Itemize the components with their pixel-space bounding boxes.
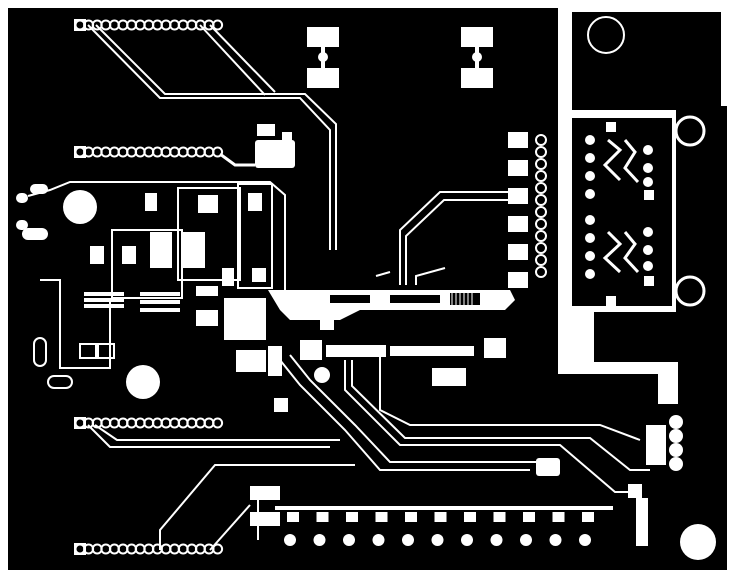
header-pin (212, 19, 224, 31)
connector-pin (535, 242, 547, 254)
connector-bottom-right (628, 415, 683, 546)
bottom-pad (549, 534, 562, 546)
header-bottom-left-lower (74, 543, 224, 555)
component-top-center-2 (461, 27, 493, 88)
connector-pad (508, 272, 528, 288)
traces-to-right (375, 191, 510, 285)
mounting-hole-center-left (126, 365, 160, 399)
bottom-pad (579, 534, 591, 546)
bottom-smd-pad (552, 512, 565, 522)
rj45-pin (585, 233, 595, 243)
connector-pad (508, 216, 528, 232)
rj45-pins (585, 135, 653, 279)
connector-pin (535, 206, 547, 218)
rj45-pin (585, 251, 595, 261)
bottom-pad (343, 534, 355, 546)
header-pin (212, 146, 224, 158)
usb-connector-left (33, 279, 115, 389)
header-pin-1 (74, 19, 86, 31)
bottom-smd-pad (493, 512, 506, 522)
header-bottom-left-upper (74, 417, 224, 429)
header-mid-left (74, 146, 224, 158)
bottom-smd-pad (434, 512, 447, 522)
bottom-pad (520, 534, 532, 546)
connector-pin (535, 230, 547, 242)
connector-pin (535, 182, 547, 194)
component-top-center-1 (307, 27, 339, 88)
rj45-pin (643, 177, 653, 187)
mounting-hole-right-upper (674, 115, 706, 307)
ic-pads-center (90, 193, 266, 340)
bottom-component-row (284, 512, 594, 546)
rj45-pin (585, 171, 595, 181)
bottom-smd-pad (464, 512, 476, 522)
rj45-pin (585, 215, 595, 225)
rj45-pin (585, 269, 595, 279)
bottom-rail (250, 486, 613, 526)
connector-pin (535, 194, 547, 206)
ic-u1-outline (111, 183, 273, 299)
bottom-pad (372, 534, 385, 546)
connector-pad (508, 244, 528, 260)
bottom-smd-pad (375, 512, 388, 522)
rj45-pin (643, 163, 653, 173)
bottom-pad (431, 534, 444, 546)
bottom-smd-pad (405, 512, 417, 522)
copper-pour-cutouts (572, 118, 672, 362)
header-pin (212, 417, 224, 429)
connector-pin (535, 134, 547, 146)
connector-pad (508, 160, 528, 176)
rj45-pin (585, 189, 595, 199)
connector-pin (535, 218, 547, 230)
header-pin-1 (74, 146, 86, 158)
rj45-pin (643, 245, 653, 255)
bottom-pad (284, 534, 296, 546)
mounting-hole-bottom-right (680, 524, 716, 560)
connector-pin (535, 254, 547, 266)
bottom-smd-pad (523, 512, 535, 522)
connector-pin (535, 158, 547, 170)
header-top-left (74, 19, 224, 31)
bottom-pad (461, 534, 473, 546)
left-connector-pads (16, 181, 286, 290)
component-regulator-top (219, 124, 295, 168)
header-pin-1 (74, 543, 86, 555)
bottom-smd-pad (582, 512, 594, 522)
connector-pad (508, 188, 528, 204)
rj45-pin (585, 153, 595, 163)
misc-pads-center (236, 318, 560, 476)
rj45-pin (643, 261, 653, 271)
usb-pads (84, 292, 180, 312)
bottom-pad (490, 534, 503, 546)
rj45-pin (643, 227, 653, 237)
bottom-pad (313, 534, 326, 546)
connector-pin (535, 146, 547, 158)
rj45-jack-upper (606, 122, 654, 200)
mounting-hole-top-right (587, 16, 625, 54)
rj45-jack-lower (606, 276, 654, 306)
bottom-smd-pad (316, 512, 329, 522)
bottom-pad (402, 534, 414, 546)
rj45-pin (643, 145, 653, 155)
bottom-smd-pad (346, 512, 358, 522)
connector-pad (508, 132, 528, 148)
traces-top-header (87, 24, 337, 250)
rj45-traces (602, 138, 640, 274)
traces-bottom (87, 345, 650, 551)
bottom-smd-pad (287, 512, 299, 522)
header-pin-1 (74, 417, 86, 429)
header-pin (212, 543, 224, 555)
right-connector-column (508, 132, 547, 288)
connector-pin (535, 170, 547, 182)
mounting-hole-left (63, 190, 97, 224)
rj45-pin (585, 135, 595, 145)
bus-fine-lines (451, 293, 473, 305)
connector-pin (535, 266, 547, 278)
